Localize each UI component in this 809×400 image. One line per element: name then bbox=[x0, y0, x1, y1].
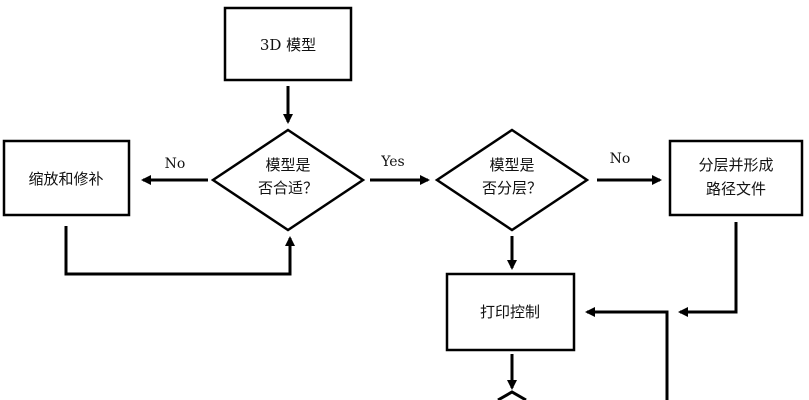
node-scale-repair: 缩放和修补 bbox=[2, 139, 131, 217]
node-print-control-label: 打印控制 bbox=[480, 303, 540, 321]
decision-model-suitable: 模型是 否合适？ bbox=[210, 128, 366, 232]
node-print-control: 打印控制 bbox=[445, 272, 576, 352]
edge-label-no-right: No bbox=[610, 151, 631, 167]
partial-next-decision bbox=[497, 390, 527, 400]
edge-label-no-left: No bbox=[165, 156, 186, 172]
node-3d-model: 3D 模型 bbox=[223, 6, 353, 82]
node-slice-path-line2: 路径文件 bbox=[706, 180, 766, 198]
edge-label-yes: Yes bbox=[380, 154, 405, 170]
edge-slice-to-right bbox=[678, 222, 738, 317]
node-3d-model-label: 3D 模型 bbox=[260, 36, 316, 54]
decision-model-layered: 模型是 否分层？ bbox=[434, 128, 590, 232]
decision-model-suitable-line1: 模型是 bbox=[265, 156, 310, 174]
decision-model-suitable-line2: 否合适？ bbox=[258, 179, 318, 197]
node-slice-path-line1: 分层并形成 bbox=[698, 156, 773, 174]
decision-model-layered-line2: 否分层？ bbox=[482, 179, 542, 197]
edge-return-to-print bbox=[585, 307, 669, 400]
node-scale-repair-label: 缩放和修补 bbox=[28, 170, 103, 188]
edge-scale-back-to-decision bbox=[64, 226, 295, 276]
decision-model-layered-line1: 模型是 bbox=[489, 156, 534, 174]
node-slice-path: 分层并形成 路径文件 bbox=[668, 139, 804, 217]
